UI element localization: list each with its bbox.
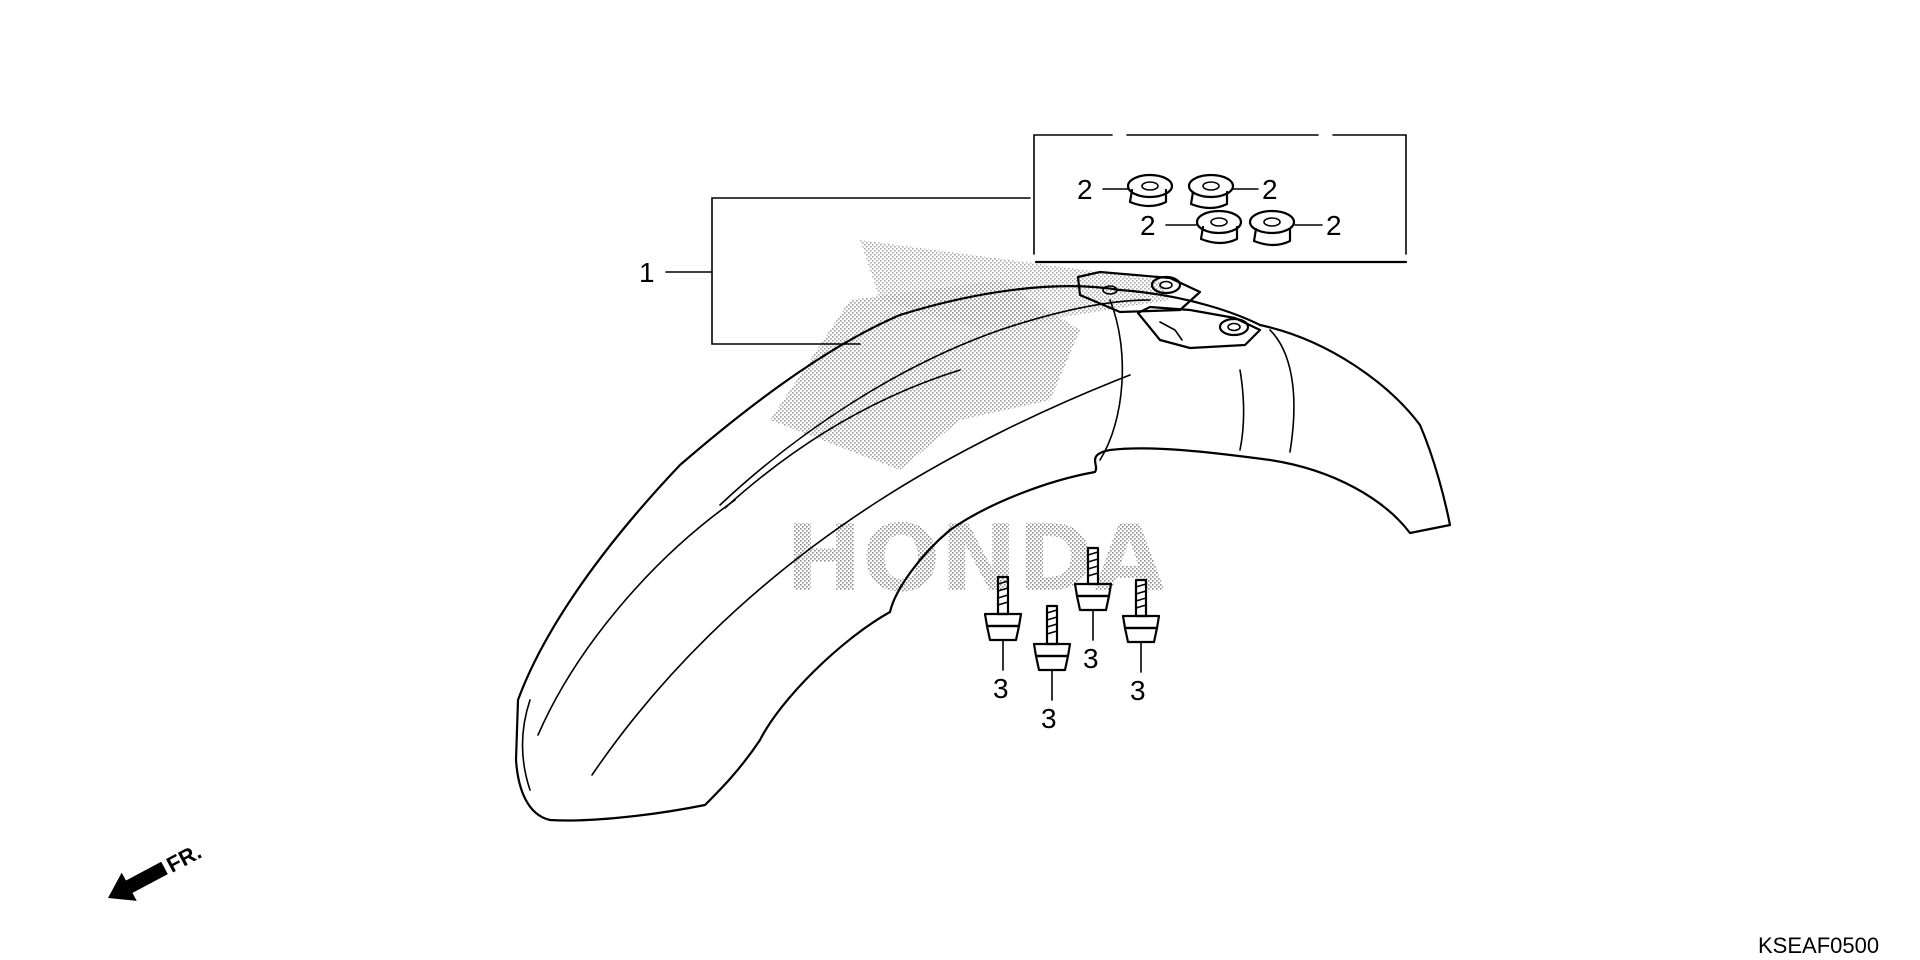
bolt-2: 3 bbox=[1032, 604, 1072, 734]
callout-3-d: 3 bbox=[1130, 675, 1146, 706]
watermark-text: HONDA bbox=[785, 505, 1165, 612]
grommet-kit-box bbox=[1033, 134, 1408, 264]
callout-1-bracket: 1 bbox=[639, 197, 1031, 345]
callout-2-c: 2 bbox=[1140, 210, 1156, 241]
direction-label: FR. bbox=[162, 839, 205, 878]
arrow-left-icon bbox=[108, 861, 168, 901]
honda-watermark: HONDA bbox=[770, 240, 1170, 612]
bolt-3: 3 bbox=[1073, 546, 1113, 674]
grommet-1 bbox=[1126, 173, 1174, 208]
callout-2-b: 2 bbox=[1262, 174, 1278, 205]
callout-3-c: 3 bbox=[1083, 643, 1099, 674]
front-fender bbox=[514, 270, 1452, 822]
grommet-4 bbox=[1248, 209, 1296, 247]
bolt-4: 3 bbox=[1121, 578, 1161, 706]
grommet-2 bbox=[1187, 173, 1235, 210]
callout-2-d: 2 bbox=[1326, 210, 1342, 241]
callout-1: 1 bbox=[639, 257, 655, 288]
drawing-code: KSEAF0500 bbox=[1758, 933, 1879, 958]
callout-3-a: 3 bbox=[993, 673, 1009, 704]
callout-2-a: 2 bbox=[1077, 174, 1093, 205]
front-direction-indicator: FR. bbox=[108, 839, 205, 901]
callout-3-b: 3 bbox=[1041, 703, 1057, 734]
bolt-1: 3 bbox=[983, 575, 1023, 704]
grommet-3 bbox=[1195, 209, 1243, 245]
callout-2-labels: 2 2 2 2 bbox=[1077, 174, 1342, 241]
